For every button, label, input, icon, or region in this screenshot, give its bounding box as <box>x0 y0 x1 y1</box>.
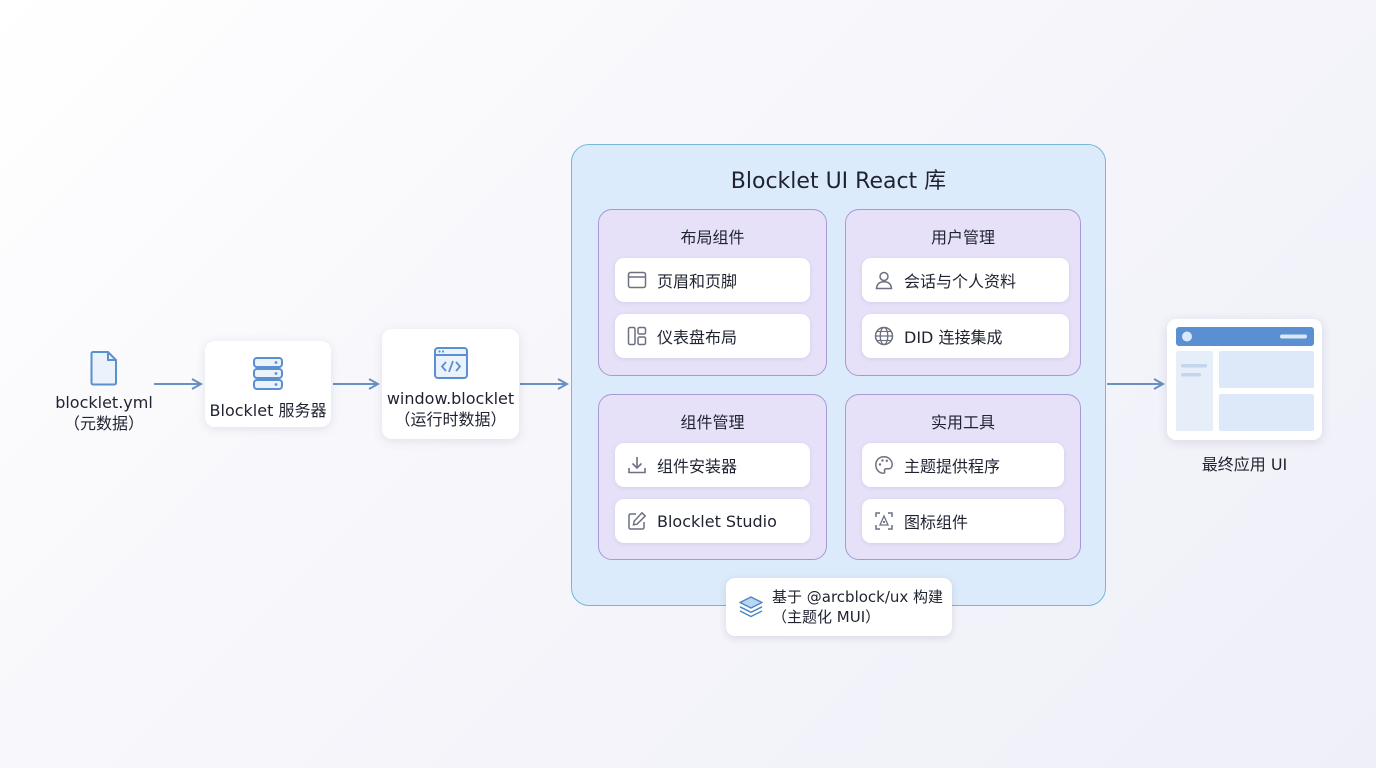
source-caption: （元数据） <box>63 414 144 433</box>
final-app-preview <box>1167 319 1322 440</box>
group-title: 布局组件 <box>680 228 745 247</box>
item-theme-provider: 主题提供程序 <box>862 443 1064 487</box>
source-node: blocklet.yml （元数据） <box>52 350 156 434</box>
note-line-1: 基于 @arcblock/ux 构建 <box>772 588 944 606</box>
code-window-icon <box>433 347 468 379</box>
server-label: Blocklet 服务器 <box>209 401 327 420</box>
layers-icon <box>739 596 763 618</box>
item-label: 主题提供程序 <box>904 457 1001 476</box>
download-icon <box>628 457 646 474</box>
ui-library-container: Blocklet UI React 库 布局组件 页眉和页脚 仪表盘布局 用户管… <box>571 144 1106 606</box>
note-line-2: （主题化 MUI） <box>772 608 881 626</box>
item-label: 页眉和页脚 <box>657 272 738 291</box>
app-preview-icon <box>1176 327 1314 431</box>
server-node: Blocklet 服务器 <box>205 341 331 427</box>
item-label: 仪表盘布局 <box>657 328 738 347</box>
item-label: 会话与个人资料 <box>904 272 1017 291</box>
item-dashboard-layout: 仪表盘布局 <box>615 314 810 358</box>
item-did-connect: DID 连接集成 <box>862 314 1069 358</box>
final-app-label: 最终应用 UI <box>1201 455 1288 474</box>
group-title: 实用工具 <box>930 413 995 432</box>
file-icon <box>90 351 117 386</box>
item-label: DID 连接集成 <box>904 328 1003 347</box>
group-layout-components: 布局组件 页眉和页脚 仪表盘布局 <box>598 209 827 376</box>
item-blocklet-studio: Blocklet Studio <box>615 499 810 543</box>
edit-icon <box>628 511 647 530</box>
dashboard-layout-icon <box>627 326 647 346</box>
icon-component-icon <box>875 512 893 530</box>
palette-icon <box>875 456 893 474</box>
group-title: 组件管理 <box>680 413 745 432</box>
group-user-management: 用户管理 会话与个人资料 DID 连接集成 <box>845 209 1081 376</box>
item-icon-component: 图标组件 <box>862 499 1064 543</box>
runtime-caption: （运行时数据） <box>394 410 507 429</box>
built-on-note: 基于 @arcblock/ux 构建 （主题化 MUI） <box>726 578 952 636</box>
user-icon <box>875 271 893 290</box>
item-session-profile: 会话与个人资料 <box>862 258 1069 302</box>
window-icon <box>627 271 647 289</box>
item-header-footer: 页眉和页脚 <box>615 258 810 302</box>
runtime-node: window.blocklet （运行时数据） <box>382 329 519 439</box>
group-title: 用户管理 <box>930 228 995 247</box>
item-label: 图标组件 <box>904 513 969 532</box>
group-utilities: 实用工具 主题提供程序 图标组件 <box>845 394 1081 560</box>
source-filename: blocklet.yml <box>55 393 153 412</box>
group-component-management: 组件管理 组件安装器 Blocklet Studio <box>598 394 827 560</box>
runtime-label: window.blocklet <box>386 389 515 408</box>
item-component-installer: 组件安装器 <box>615 443 810 487</box>
item-label: 组件安装器 <box>657 457 738 476</box>
library-title: Blocklet UI React 库 <box>730 169 947 194</box>
server-icon <box>253 357 283 390</box>
globe-icon <box>874 326 894 346</box>
item-label: Blocklet Studio <box>657 511 777 531</box>
